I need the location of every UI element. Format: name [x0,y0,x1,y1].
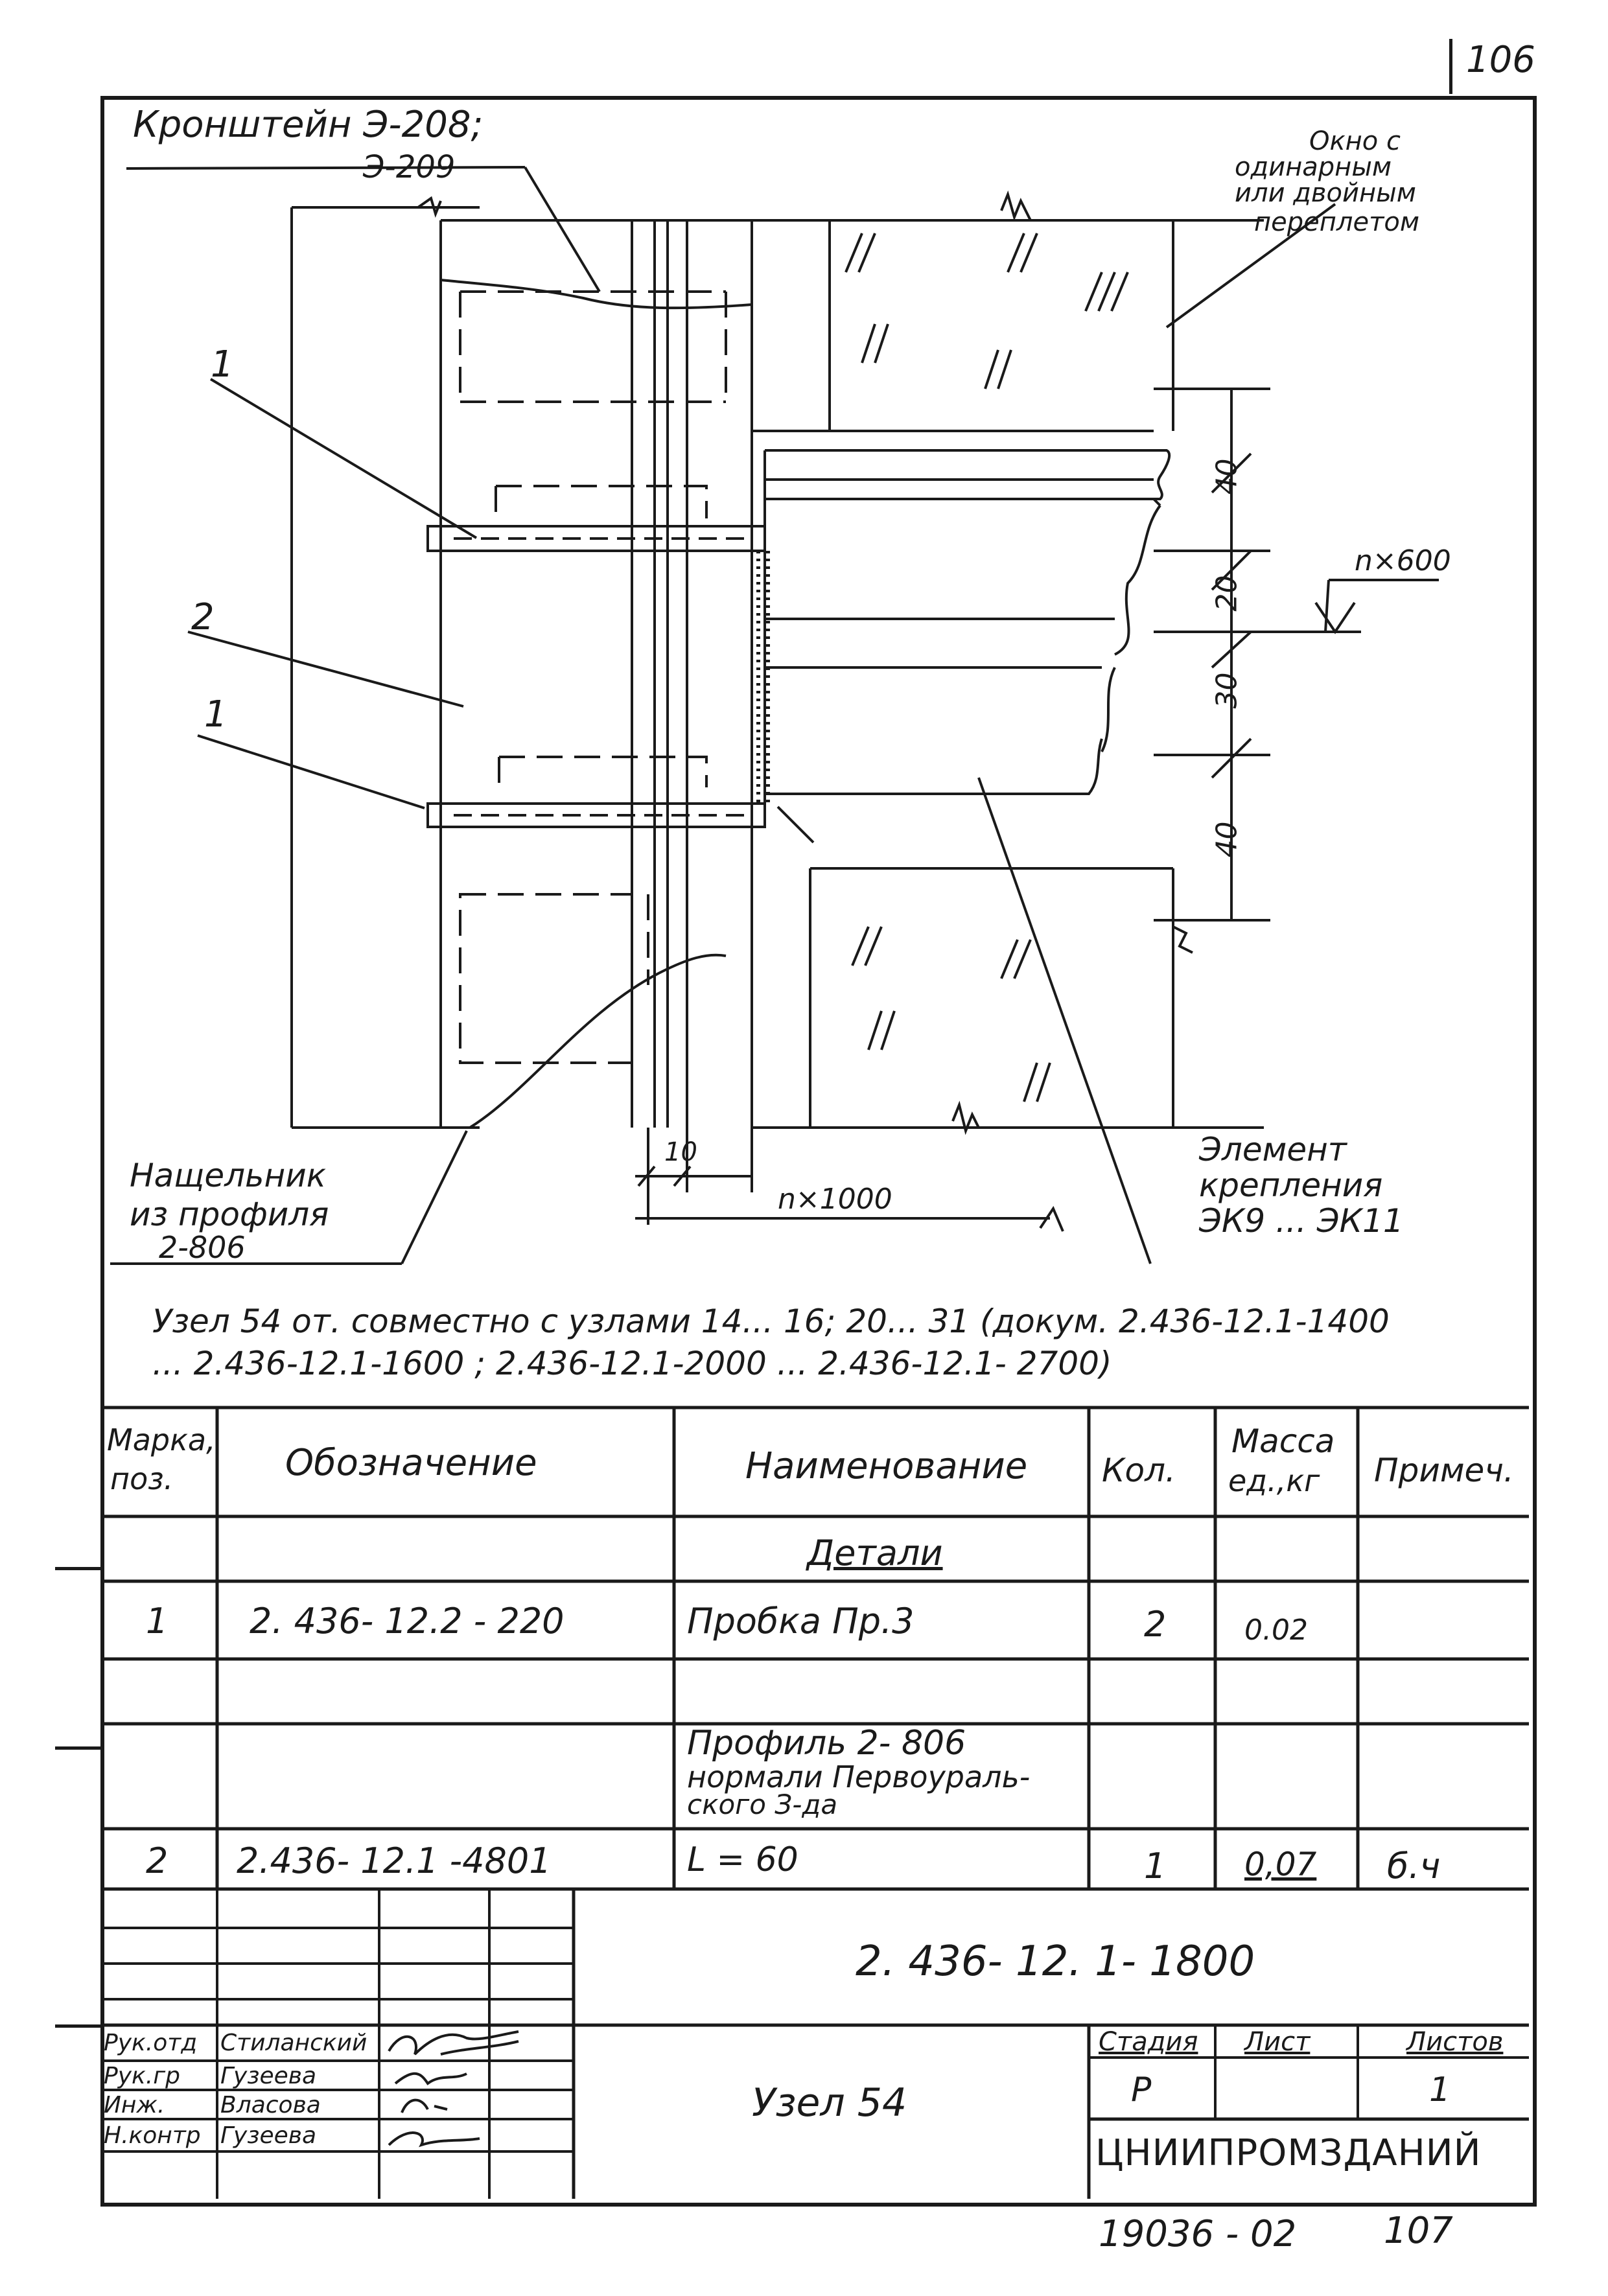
staff-name: Гузеева [220,2063,317,2089]
margin-mark [55,1746,100,1750]
position-marker: 1 [211,343,234,386]
margin-mark [55,1567,100,1570]
header-designation: Обозначение [285,1442,537,1484]
table-row-note: б.ч [1387,1846,1441,1886]
bracket-label: Кронштейн Э-208; [133,104,484,146]
fastener-label-3: ЭК9 ... ЭК11 [1199,1202,1404,1240]
table-row-name: нормали Первоураль- [687,1759,1031,1794]
bracket-label-2: Э-209 [363,149,456,185]
window-label-1: Окно с [1309,126,1401,156]
table-row-qty: 1 [1144,1846,1167,1886]
footer-archive-number: 19036 - 02 [1099,2213,1297,2255]
page-number-tick [1449,39,1452,94]
dimension-label: n×600 [1355,544,1451,577]
fastener-label-1: Элемент [1199,1131,1347,1168]
sheet-frame [100,96,1537,2207]
table-row-name: L = 60 [687,1840,798,1879]
trim-label-3: 2-806 [159,1230,246,1265]
staff-name: Стиланский [220,2030,367,2056]
header-note: Примеч. [1374,1452,1514,1489]
table-row-mass: 0,07 [1244,1846,1317,1883]
staff-name: Гузеева [220,2122,317,2149]
trim-label-2: из профиля [130,1196,329,1233]
dimension-label: 10 [664,1137,697,1167]
margin-mark [55,2024,100,2028]
table-row-name: Пробка Пр.3 [687,1601,915,1641]
table-row-name: Профиль 2- 806 [687,1724,966,1763]
header-mass-2: ед.,кг [1228,1463,1320,1498]
position-marker: 1 [204,693,227,736]
header-mark-2: поз. [110,1461,174,1496]
staff-role: Инж. [104,2092,165,2118]
table-row-name: ского З-да [687,1789,838,1820]
header-qty: Кол. [1102,1452,1176,1489]
staff-role: Н.контр [104,2122,201,2149]
fastener-label-2: крепления [1199,1166,1383,1204]
section-title-details: Детали [807,1533,943,1573]
sheet-header: Лист [1244,2027,1311,2057]
dimension-label: n×1000 [778,1183,892,1216]
document-code: 2. 436- 12. 1- 1800 [856,1938,1255,1986]
window-label-4: переплетом [1254,207,1420,237]
sheets-value: 1 [1429,2070,1451,2109]
position-marker: 2 [191,596,215,638]
header-mass-1: Масса [1231,1422,1335,1460]
trim-label-1: Нащельник [130,1157,326,1194]
table-row-mark: 2 [146,1840,169,1881]
header-mark-1: Марка, [107,1422,216,1457]
table-row-designation: 2. 436- 12.2 - 220 [250,1601,565,1641]
page-number: 106 [1466,39,1535,81]
window-label-2: одинарным [1235,152,1392,182]
table-row-qty: 2 [1144,1604,1167,1645]
window-label-3: или двойным [1235,178,1416,208]
stage-value: Р [1131,2070,1152,2109]
stage-header: Стадия [1099,2027,1198,2057]
drawing-note-line2: ... 2.436-12.1-1600 ; 2.436-12.1-2000 ..… [152,1345,1112,1382]
drawing-title: Узел 54 [752,2080,907,2126]
table-row-mass: 0.02 [1244,1614,1308,1647]
organization-name: ЦНИИПРОМЗДАНИЙ [1095,2132,1482,2174]
table-row-designation: 2.436- 12.1 -4801 [237,1840,552,1881]
staff-role: Рук.отд [104,2030,198,2056]
table-row-mark: 1 [146,1601,169,1641]
footer-page-number: 107 [1384,2210,1453,2252]
staff-name: Власова [220,2092,321,2118]
sheets-header: Листов [1406,2027,1504,2057]
drawing-note-line1: Узел 54 от. совместно с узлами 14... 16;… [152,1303,1390,1340]
header-name: Наименование [745,1445,1028,1487]
staff-role: Рук.гр [104,2063,180,2089]
